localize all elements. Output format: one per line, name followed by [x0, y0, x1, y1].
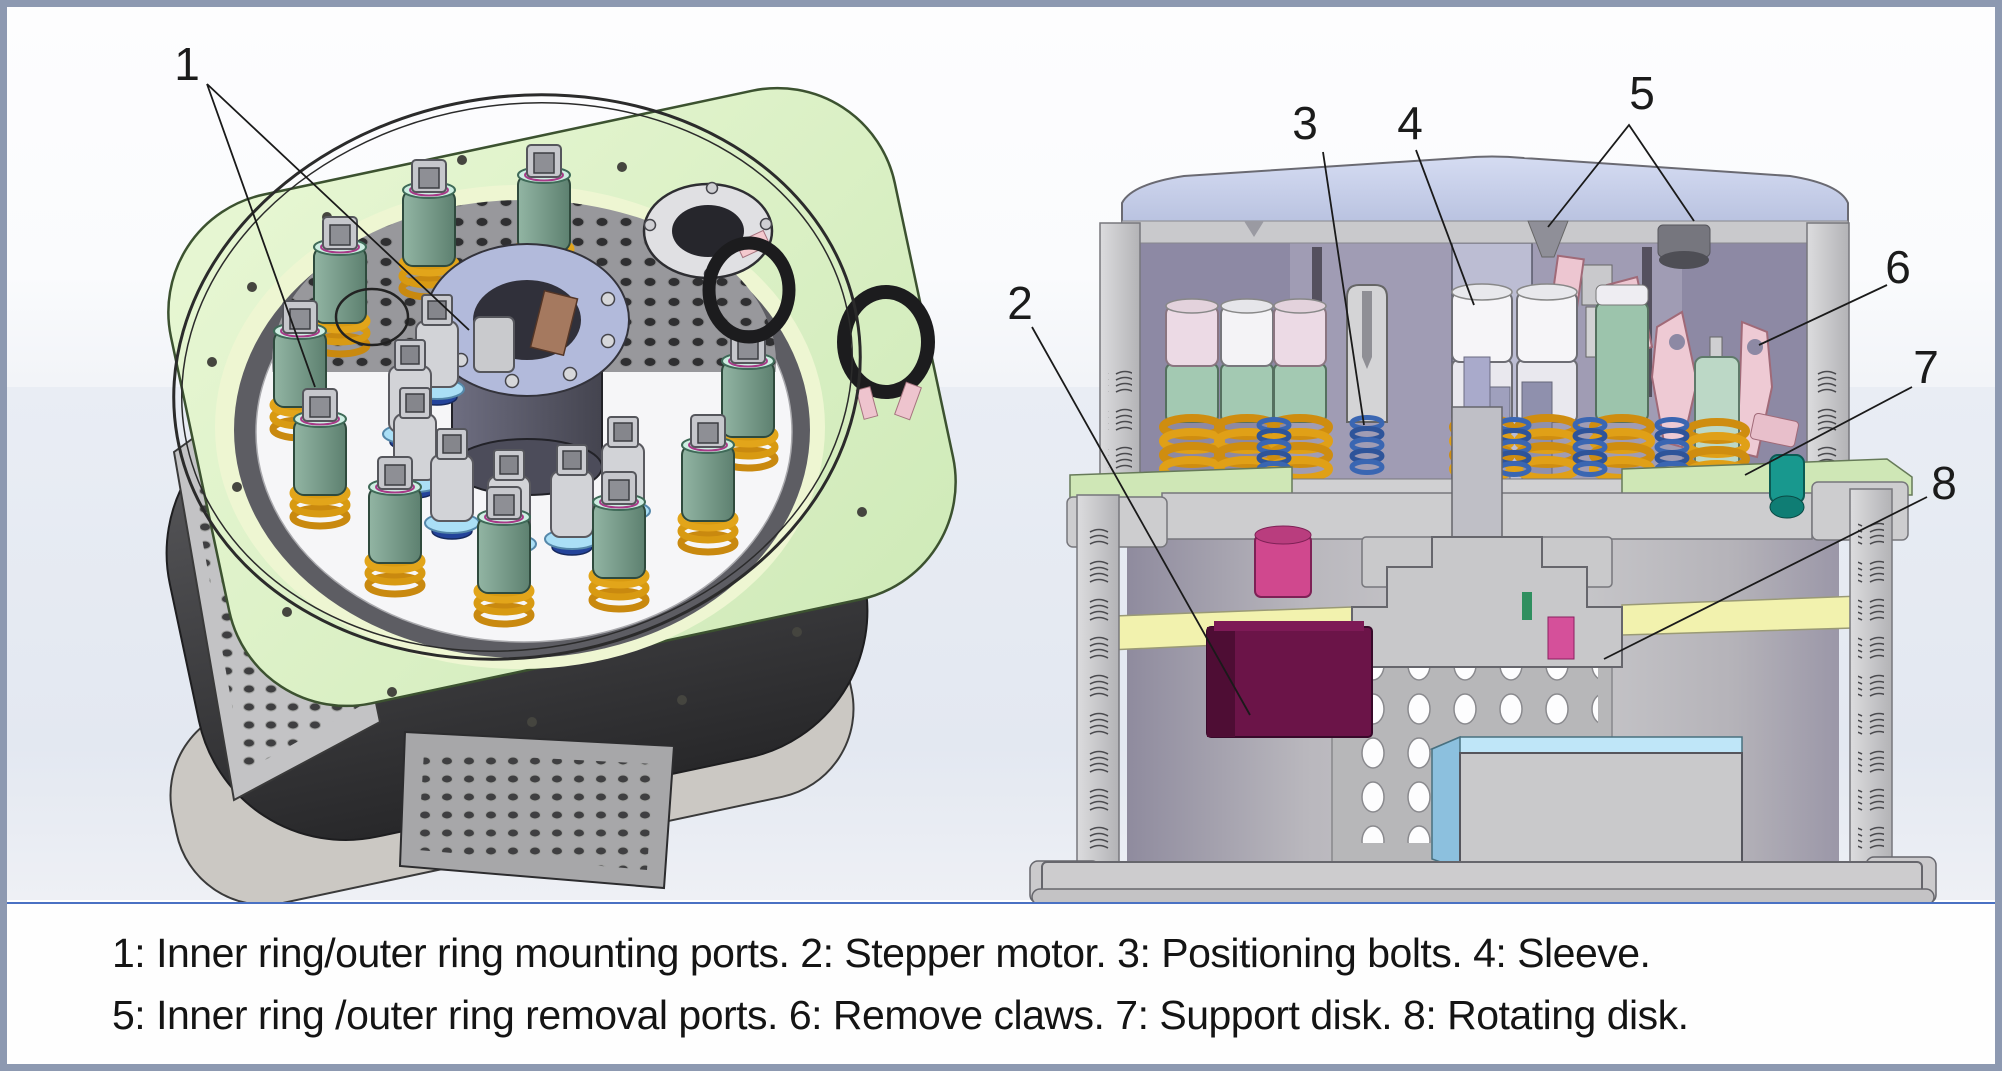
base-plate [1029, 856, 1937, 906]
left-isometric-view: 1 [165, 38, 957, 902]
teal-clamp-part [1769, 454, 1805, 519]
callout-7-number: 7 [1913, 341, 1939, 393]
callout-7-leader [1744, 386, 1913, 476]
removal-clamp-rings-black [702, 236, 935, 421]
callout-6-number: 6 [1885, 241, 1911, 293]
callout-1: 1 [174, 38, 470, 388]
caption-line-1: 1: Inner ring/outer ring mounting ports.… [112, 930, 1651, 976]
callout-1-leader [206, 83, 470, 388]
callout-4: 4 [1397, 97, 1475, 306]
hub-silver-insert [473, 316, 515, 373]
retaining-wire-ring [172, 93, 862, 661]
right-section-view: 2 3 4 5 6 7 8 [1007, 67, 1957, 906]
callout-4-number: 4 [1397, 97, 1423, 149]
top-cap [1121, 155, 1849, 269]
controller-box [1429, 735, 1743, 871]
callout-2-number: 2 [1007, 277, 1033, 329]
callout-3: 3 [1292, 97, 1365, 426]
callout-6: 6 [1758, 241, 1911, 346]
green-pin [1522, 592, 1532, 620]
cap-notch [1244, 221, 1264, 237]
small-wire-ring [334, 287, 410, 347]
positioning-fork [1346, 284, 1388, 423]
callout-4-leader [1415, 149, 1475, 306]
callout-8-number: 8 [1931, 457, 1957, 509]
center-shaft [1451, 356, 1503, 540]
tall-green-socket [1595, 284, 1649, 423]
callout-2-leader [1031, 326, 1251, 716]
callout-5-number: 5 [1629, 67, 1655, 119]
callout-3-leader [1322, 151, 1365, 426]
housing-walls-upper [1099, 222, 1850, 498]
callout-7: 7 [1744, 341, 1939, 476]
stepper-motor [1206, 621, 1373, 738]
removal-port-right [1657, 224, 1711, 269]
callout-8: 8 [1603, 457, 1957, 660]
perforated-front-panel [398, 730, 676, 890]
removal-port-left [1527, 220, 1569, 258]
callout-2: 2 [1007, 277, 1251, 716]
callout-8-leader [1603, 496, 1928, 660]
callout-6-leader [1758, 284, 1888, 346]
callout-5: 5 [1547, 67, 1695, 228]
caption-line-2: 5: Inner ring /outer ring removal ports.… [112, 992, 1689, 1038]
magenta-cylinder [1254, 525, 1312, 598]
rotating-disk [1351, 536, 1623, 668]
callout-5-leader [1547, 123, 1695, 228]
figure-caption: 1: Inner ring/outer ring mounting ports.… [7, 902, 1995, 1064]
callout-1-number: 1 [174, 38, 200, 90]
diagram-canvas: 1 [7, 7, 1995, 906]
callout-3-number: 3 [1292, 97, 1318, 149]
magenta-block [1547, 616, 1575, 660]
housing-walls-lower [1076, 488, 1893, 874]
